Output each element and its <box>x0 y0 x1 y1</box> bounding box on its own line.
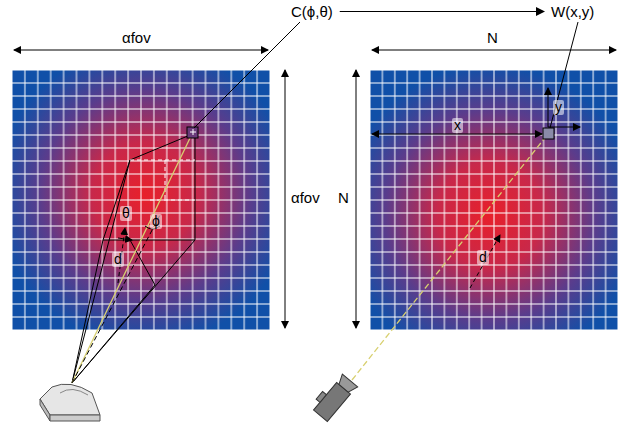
mapping-arrow <box>340 11 544 12</box>
angle-label: θ <box>120 206 132 221</box>
coordinate-node: C(ϕ,θ) <box>288 2 336 21</box>
dimension-label: αfov <box>291 190 320 207</box>
angle-label: ϕ <box>150 214 162 229</box>
dimension-label: N <box>338 190 349 207</box>
dimension-label: αfov <box>122 30 151 47</box>
distance-label: d <box>112 252 124 267</box>
axis-label: y <box>553 100 564 115</box>
node-text: C(ϕ,θ) <box>291 3 333 20</box>
axis-label: x <box>452 118 463 133</box>
dimension-label: N <box>487 30 498 47</box>
coordinate-node: W(x,y) <box>548 2 597 21</box>
distance-label: d <box>477 250 489 265</box>
node-text: W(x,y) <box>551 3 594 20</box>
